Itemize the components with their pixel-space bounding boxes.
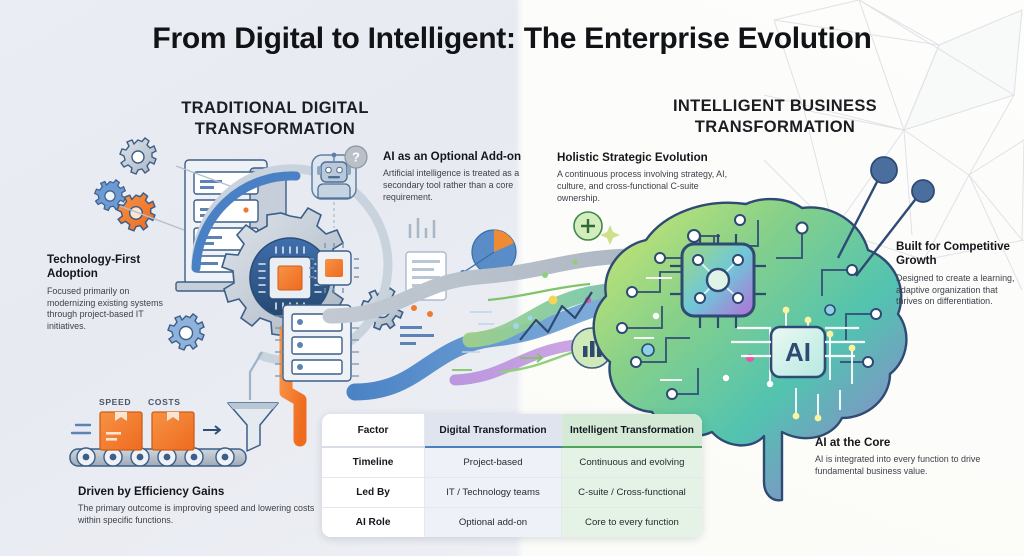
callout-body: Designed to create a learning, adaptive … xyxy=(896,272,1015,307)
callout-body: Focused primarily on modernizing existin… xyxy=(47,285,163,332)
callout-efficiency-gains: Driven by Efficiency Gains The primary o… xyxy=(78,485,328,527)
callout-heading: AI as an Optional Add-on xyxy=(383,150,522,163)
table-header-digital: Digital Transformation xyxy=(424,414,562,448)
table-row: Timeline Project-based Continuous and ev… xyxy=(322,447,702,478)
right-column-title: INTELLIGENT BUSINESS TRANSFORMATION xyxy=(672,97,878,137)
table-row: AI Role Optional add-on Core to every fu… xyxy=(322,507,702,537)
row-factor: AI Role xyxy=(322,507,426,537)
table-header-intelligent: Intelligent Transformation xyxy=(561,414,702,448)
row-intelligent: Core to every function xyxy=(561,507,702,537)
costs-label: COSTS xyxy=(148,397,181,407)
callout-heading: Holistic Strategic Evolution xyxy=(557,151,708,164)
row-digital: Project-based xyxy=(424,447,562,478)
table-header-factor: Factor xyxy=(322,414,426,448)
callout-heading: Technology-First Adoption xyxy=(47,253,141,281)
callout-heading: Driven by Efficiency Gains xyxy=(78,485,225,498)
speed-label: SPEED xyxy=(99,397,132,407)
callout-heading: AI at the Core xyxy=(815,436,891,449)
callout-ai-at-the-core: AI at the Core AI is integrated into eve… xyxy=(815,436,1021,478)
left-column-title: TRADITIONAL DIGITAL TRANSFORMATION xyxy=(181,99,369,139)
row-digital: Optional add-on xyxy=(424,507,562,537)
row-factor: Timeline xyxy=(322,447,426,478)
table-row: Led By IT / Technology teams C-suite / C… xyxy=(322,477,702,508)
polygon-network-decoration xyxy=(764,0,1024,291)
row-digital: IT / Technology teams xyxy=(424,477,562,508)
callout-body: Artificial intelligence is treated as a … xyxy=(383,168,520,203)
callout-body: AI is integrated into every function to … xyxy=(815,454,981,477)
row-factor: Led By xyxy=(322,477,426,508)
row-intelligent: Continuous and evolving xyxy=(561,447,702,478)
callout-holistic-strategic-evolution: Holistic Strategic Evolution A continuou… xyxy=(557,151,729,205)
callout-technology-first: Technology-First Adoption Focused primar… xyxy=(47,253,179,333)
callout-body: A continuous process involving strategy,… xyxy=(557,169,728,204)
callout-competitive-growth: Built for Competitive Growth Designed to… xyxy=(896,240,1020,308)
callout-heading: Built for Competitive Growth xyxy=(896,240,1011,268)
page-title: From Digital to Intelligent: The Enterpr… xyxy=(152,22,872,55)
table-header-row: Factor Digital Transformation Intelligen… xyxy=(322,414,702,448)
callout-optional-addon: AI as an Optional Add-on Artificial inte… xyxy=(383,150,523,204)
comparison-table: Factor Digital Transformation Intelligen… xyxy=(322,414,702,537)
row-intelligent: C-suite / Cross-functional xyxy=(561,477,702,508)
callout-body: The primary outcome is improving speed a… xyxy=(78,503,315,526)
